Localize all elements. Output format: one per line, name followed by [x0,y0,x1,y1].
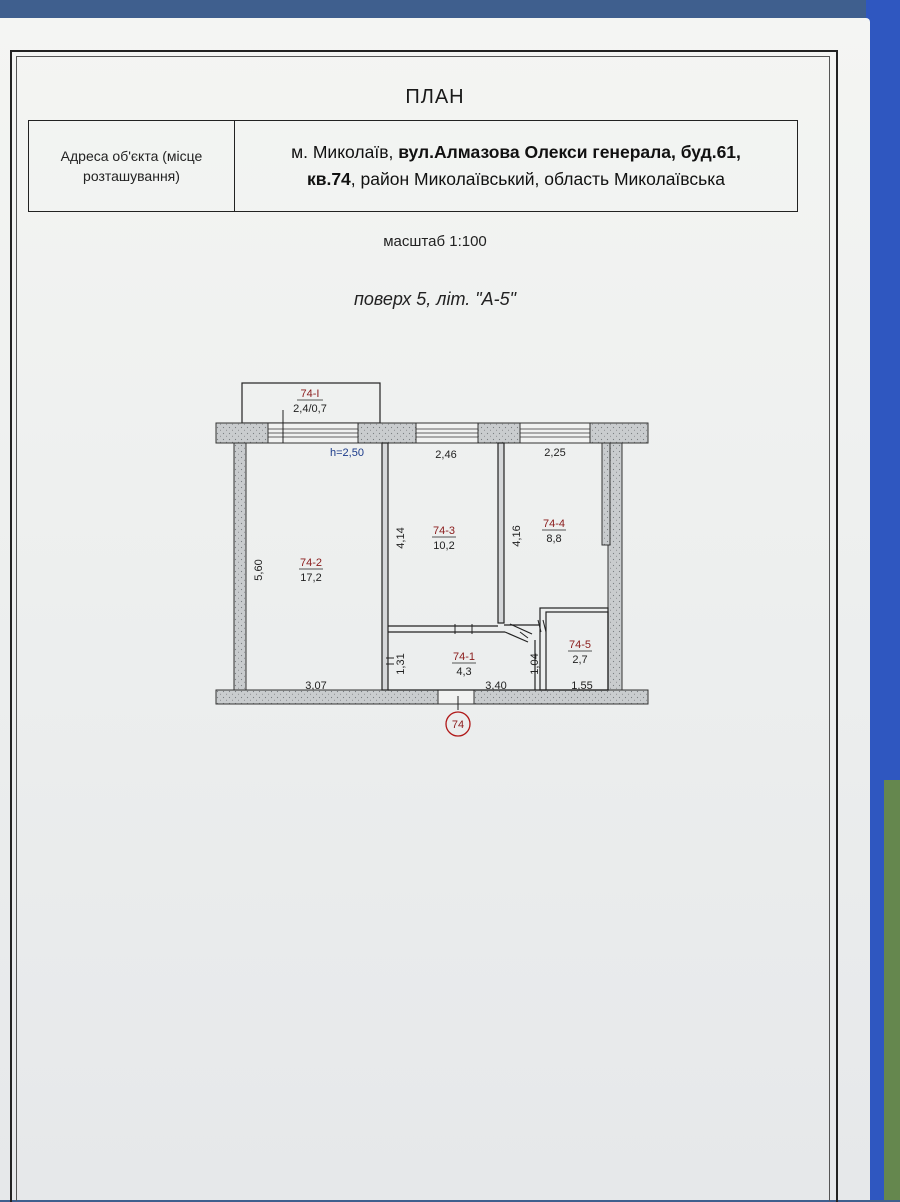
room-code: 74-5 [569,639,591,651]
bottom-wall [215,689,649,705]
door-marks [386,619,547,665]
dim-bath-height: 1,04 [529,653,541,674]
left-wall [233,442,247,691]
room-area: 4,3 [456,666,471,678]
address-street: вул.Алмазова Олекси генерала, буд.61, [398,142,741,162]
dim-bath-width: 1,55 [571,680,592,692]
dim-room2-height: 5,60 [253,559,265,580]
ceiling-height: h=2,50 [330,447,364,459]
page-title: ПЛАН [405,86,465,108]
room-area: 2,7 [572,654,587,666]
apartment-marker: 74 [445,696,471,737]
room-area: 10,2 [433,540,454,552]
address-line-2: кв.74, район Миколаївський, область Мико… [307,166,725,193]
room-74-3: 74-3 10,2 [432,525,456,552]
room-area: 8,8 [546,533,561,545]
room-area: 2,4/0,7 [293,403,327,415]
drawing-frame-outer [10,50,838,1202]
dim-hall-width: 3,40 [485,680,506,692]
room-74-1: 74-1 4,3 [452,651,476,678]
address-value: м. Миколаїв, вул.Алмазова Олекси генерал… [235,121,797,211]
room-74-4: 74-4 8,8 [542,518,566,545]
floor-label: поверх 5, літ. "А-5" [353,289,517,309]
address-city: м. Миколаїв, [291,142,399,162]
room-code: 74-4 [543,518,565,530]
background-surface [884,780,900,1200]
drawing-frame-inner [16,56,830,1201]
top-wall [215,410,649,444]
room-74-i: 74-І 2,4/0,7 [293,388,327,415]
scale-label: масштаб 1:100 [383,233,487,250]
dim-room3-height: 4,14 [395,527,407,548]
interior-walls [381,442,609,691]
entrance-door [437,689,475,705]
dim-hall-height: 1,31 [395,653,407,674]
room-74-2: 74-2 17,2 [299,557,323,584]
right-wall [607,442,623,691]
address-region: , район Миколаївський, область Миколаївс… [350,169,726,189]
dim-room4-width: 2,25 [544,447,565,459]
address-apartment: кв.74 [306,169,351,189]
dim-room2-width: 3,07 [305,680,326,692]
address-line-1: м. Миколаїв, вул.Алмазова Олекси генерал… [291,139,741,166]
room-code: 74-І [301,388,320,400]
room-code: 74-3 [433,525,455,537]
room-area: 17,2 [300,572,321,584]
address-label: Адреса об'єкта (місце розташування) [29,121,235,211]
address-table: Адреса об'єкта (місце розташування) м. М… [28,120,798,212]
room-code: 74-2 [300,557,322,569]
dim-room4-height: 4,16 [511,525,523,546]
room-code: 74-1 [453,651,475,663]
document-sheet [0,18,870,1200]
apartment-number: 74 [452,719,464,731]
dim-room3-width: 2,46 [435,449,456,461]
room-74-5: 74-5 2,7 [568,639,592,666]
